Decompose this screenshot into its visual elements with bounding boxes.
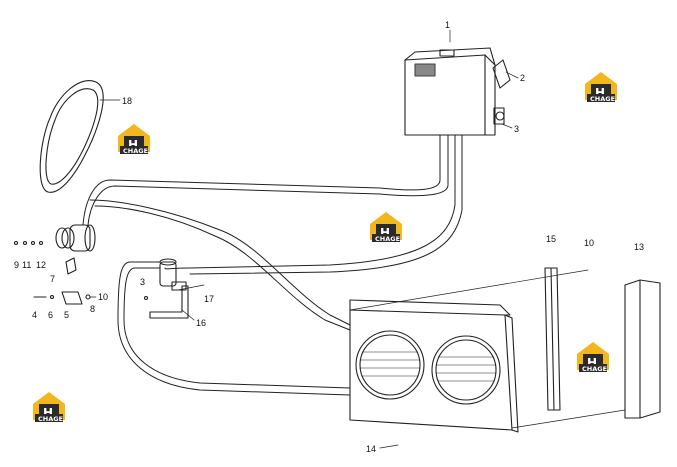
svg-text:H: H — [595, 86, 605, 100]
label-10b: 10 — [584, 238, 594, 248]
label-8: 8 — [90, 304, 95, 314]
svg-text:CHAGE: CHAGE — [375, 235, 400, 243]
label-2: 2 — [520, 73, 525, 83]
svg-text:CHAGE: CHAGE — [38, 415, 63, 423]
watermark-logo-2: H CHAGE — [118, 124, 150, 155]
label-5: 5 — [64, 310, 69, 320]
leader-lines — [89, 29, 626, 449]
watermark-logo-1: H CHAGE — [585, 72, 617, 103]
label-17: 17 — [204, 294, 214, 304]
label-4: 4 — [32, 310, 37, 320]
svg-text:H: H — [128, 138, 138, 152]
label-3a: 3 — [514, 124, 519, 134]
label-14: 14 — [366, 444, 376, 454]
watermark-logo-3: H CHAGE — [370, 212, 402, 243]
label-15: 15 — [546, 234, 556, 244]
bracket-13 — [624, 279, 661, 419]
label-12: 12 — [36, 260, 46, 270]
label-18: 18 — [122, 96, 132, 106]
label-16: 16 — [196, 318, 206, 328]
pump-motor — [55, 224, 96, 252]
radiator — [349, 299, 519, 433]
label-3b: 3 — [140, 277, 145, 287]
label-11: 11 — [22, 260, 31, 270]
svg-text:H: H — [43, 406, 53, 420]
watermark-logo-5: H CHAGE — [33, 392, 65, 423]
part-labels: 1 2 3 18 9 11 12 7 4 6 5 8 10 3 17 16 15… — [14, 20, 644, 454]
watermark-logo-4: H CHAGE — [577, 342, 609, 373]
valve-bracket — [143, 258, 189, 319]
label-7: 7 — [50, 274, 55, 284]
small-parts — [13, 240, 91, 305]
label-1: 1 — [445, 20, 450, 30]
label-10a: 10 — [98, 292, 108, 302]
label-9: 9 — [14, 260, 19, 270]
svg-text:H: H — [587, 356, 597, 370]
svg-text:CHAGE: CHAGE — [582, 365, 607, 373]
bracket-15 — [544, 267, 561, 411]
hose-lines — [82, 134, 463, 396]
svg-text:CHAGE: CHAGE — [123, 147, 148, 155]
belt — [39, 80, 104, 193]
svg-text:CHAGE: CHAGE — [590, 95, 615, 103]
svg-text:H: H — [380, 226, 390, 240]
label-6: 6 — [48, 310, 53, 320]
label-13: 13 — [634, 242, 644, 252]
heater-unit — [404, 47, 511, 136]
